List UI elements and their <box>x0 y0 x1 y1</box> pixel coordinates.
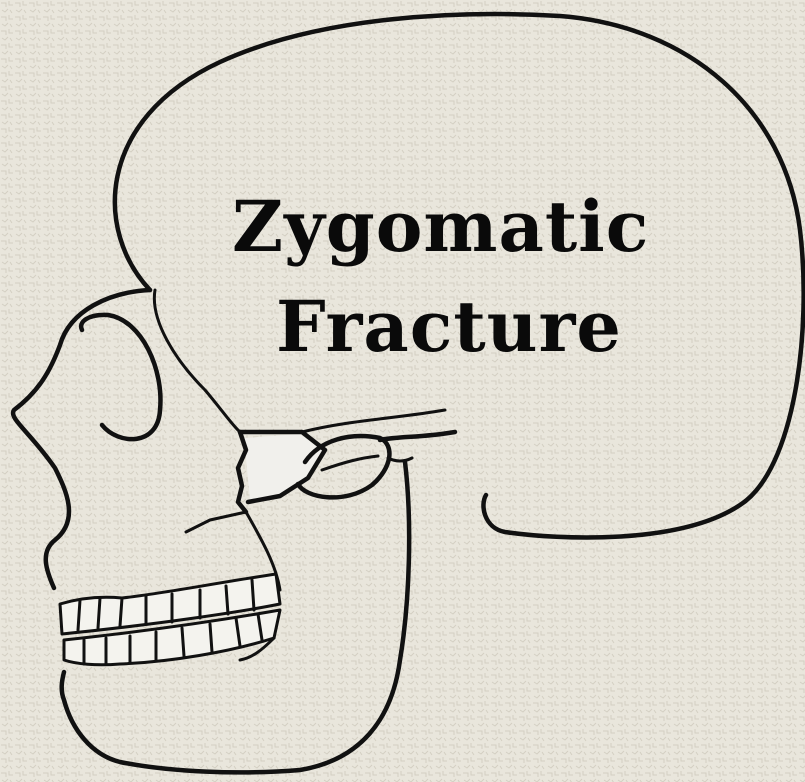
cranium-outline <box>115 14 804 537</box>
temporal-line <box>154 290 240 432</box>
zygomatic-arch-upper-edge <box>302 410 445 432</box>
diagram-title-line-1: Zygomatic <box>232 192 649 262</box>
ear-canal-notch <box>388 458 412 461</box>
fracture-line <box>186 512 246 532</box>
zygomatic-arch-inner-edge <box>322 456 378 470</box>
zygomatic-bone-region <box>244 434 322 500</box>
diagram-title-line-2: Fracture <box>276 292 622 362</box>
eye-socket-outline <box>81 315 160 439</box>
fracture-line <box>238 432 246 512</box>
zygomatic-arch-posterior-end <box>380 432 455 440</box>
